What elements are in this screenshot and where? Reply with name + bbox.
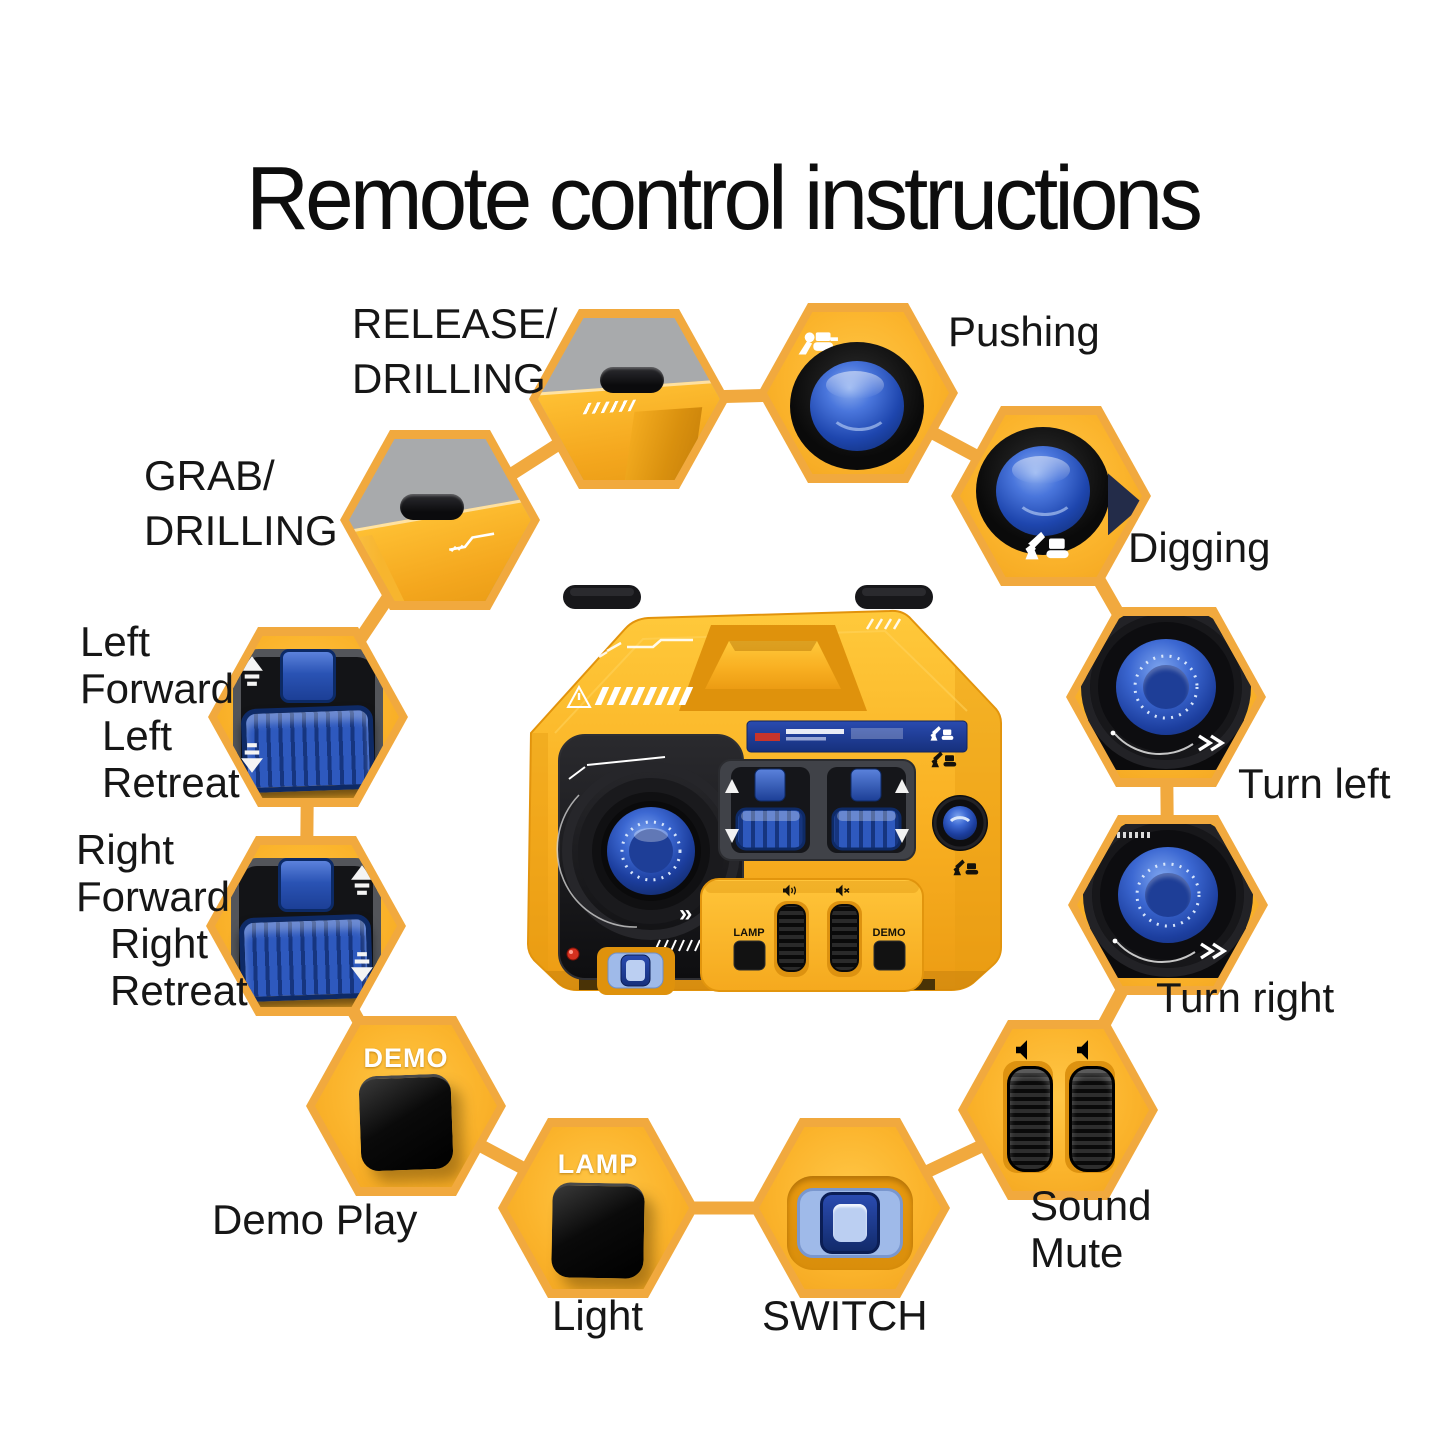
joystick-markings xyxy=(1112,832,1228,964)
callout-grab-drilling xyxy=(340,430,540,610)
callout-demo: DEMO xyxy=(306,1016,506,1196)
volume-up-wheel xyxy=(777,904,806,972)
label-grab-drilling: GRAB/ DRILLING xyxy=(144,452,338,555)
callout-sound-mute xyxy=(958,1020,1158,1200)
rocker-direction-arrows xyxy=(725,779,909,843)
wheel-recess xyxy=(1065,1061,1116,1174)
antenna-button xyxy=(399,494,464,521)
callout-release-drilling xyxy=(529,309,729,489)
console-demo-button xyxy=(873,940,906,971)
warning-triangle-icon xyxy=(566,684,592,708)
label-switch: SWITCH xyxy=(762,1292,928,1339)
power-led xyxy=(566,947,580,961)
switch-recess xyxy=(787,1175,913,1270)
label-demo-play: Demo Play xyxy=(212,1196,418,1243)
brand-sticker xyxy=(746,720,968,753)
demo-button xyxy=(358,1073,454,1172)
label-release-drilling: RELEASE/ DRILLING xyxy=(352,300,558,403)
label-right-retreat: Right Retreat xyxy=(110,920,248,1015)
console-lamp-label: LAMP xyxy=(733,927,764,939)
speaker-on-icon xyxy=(1013,1039,1041,1061)
mute-wheel xyxy=(1069,1066,1116,1173)
rocker-tab xyxy=(278,857,334,912)
antenna-right xyxy=(855,585,933,609)
digging-button xyxy=(976,427,1110,555)
label-pushing: Pushing xyxy=(948,308,1100,355)
deco-lines xyxy=(598,618,902,659)
rocker-tab xyxy=(280,648,336,703)
turn-right-joystick xyxy=(1118,847,1218,944)
remote-top-edge xyxy=(538,378,720,480)
hex-photo-remote-top xyxy=(349,439,531,601)
switch-button xyxy=(820,1191,880,1254)
hex-photo-right-joystick xyxy=(1077,824,1259,986)
label-left-retreat: Left Retreat xyxy=(102,712,240,807)
track-rocker-panel xyxy=(718,759,916,861)
callout-turn-right xyxy=(1068,815,1268,995)
callout-pushing xyxy=(758,303,958,483)
remote-top-edge xyxy=(349,494,531,601)
lamp-button-label: LAMP xyxy=(557,1149,639,1179)
remote-control: » xyxy=(515,583,1012,1015)
warning-stripes xyxy=(594,687,694,705)
volume-mute-wheel xyxy=(830,904,859,972)
boom-round-button xyxy=(932,795,988,851)
callout-right-track xyxy=(206,836,406,1016)
remote-control-body: » xyxy=(526,585,1002,995)
label-sound-mute: Sound Mute xyxy=(1030,1182,1152,1277)
turn-left-joystick xyxy=(1116,639,1216,736)
callout-left-track xyxy=(208,627,408,807)
deco-squiggle xyxy=(448,531,494,552)
hex-photo-left-joystick xyxy=(1075,616,1257,778)
carry-handle xyxy=(679,625,867,711)
callout-turn-left xyxy=(1066,607,1266,787)
bottom-console: LAMP DEMO xyxy=(700,878,924,992)
antenna-left xyxy=(563,585,641,609)
label-right-forward: Right Forward xyxy=(76,826,231,921)
label-left-forward: Left Forward xyxy=(80,618,235,713)
speaker-mute-icon xyxy=(1074,1039,1102,1061)
hex-photo-digging-button xyxy=(960,415,1142,577)
sound-wheel xyxy=(1007,1066,1054,1173)
label-digging: Digging xyxy=(1128,524,1271,571)
pushing-button xyxy=(790,342,924,470)
power-switch-button xyxy=(597,947,675,995)
page-title: Remote control instructions xyxy=(246,149,1203,250)
wheel-recess xyxy=(1003,1061,1054,1174)
handle-fin xyxy=(622,406,703,480)
console-lamp-button xyxy=(733,940,766,971)
callout-switch xyxy=(750,1118,950,1298)
svg-text:»: » xyxy=(679,900,692,927)
callout-digging xyxy=(951,406,1151,586)
joystick-markings xyxy=(1110,654,1226,756)
label-turn-left: Turn left xyxy=(1238,760,1391,807)
demo-button-label: DEMO xyxy=(363,1043,449,1073)
label-turn-right: Turn right xyxy=(1156,974,1335,1021)
right-track-rocker xyxy=(827,767,906,853)
callout-light: LAMP xyxy=(498,1118,698,1298)
console-demo-label: DEMO xyxy=(873,927,906,939)
hex-photo-demo-button: DEMO xyxy=(315,1025,497,1187)
deco-dashes xyxy=(582,399,636,415)
switch-pill xyxy=(797,1187,903,1258)
antenna-button xyxy=(599,366,664,393)
excavator-icon xyxy=(1022,528,1076,562)
label-light: Light xyxy=(552,1292,644,1339)
lamp-button xyxy=(551,1182,645,1279)
left-track-rocker xyxy=(731,767,810,853)
